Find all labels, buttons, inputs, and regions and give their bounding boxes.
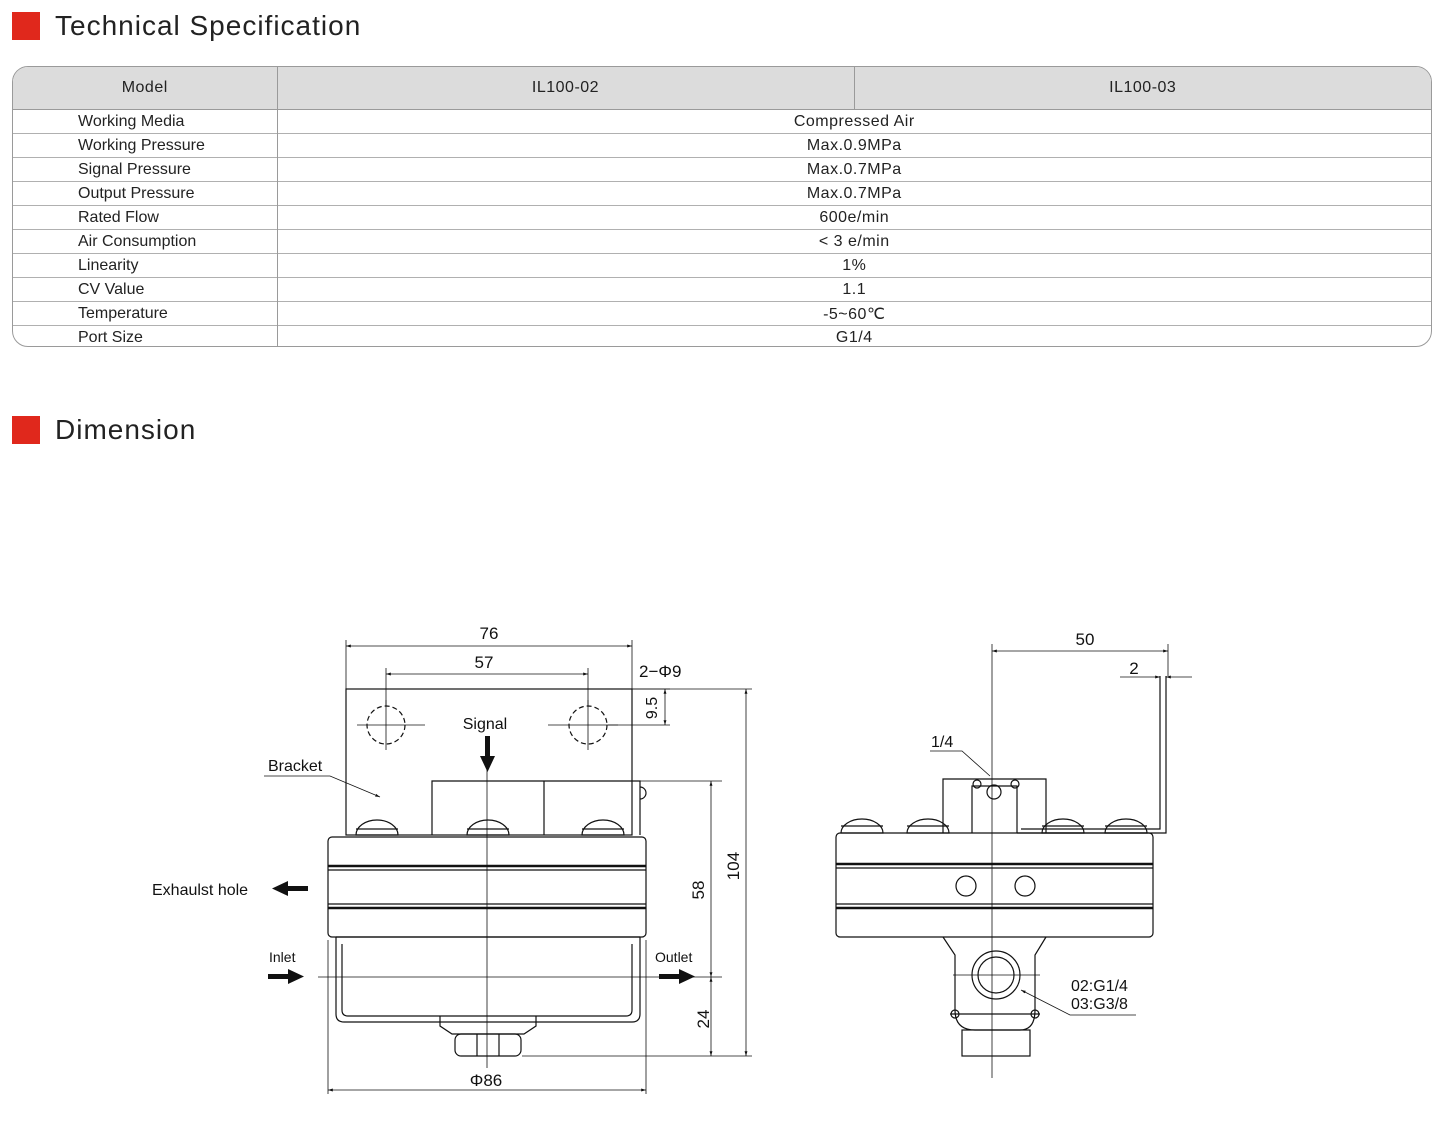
outlet-label: Outlet bbox=[655, 949, 692, 965]
header-model: Model bbox=[13, 67, 277, 110]
spec-section-title: Technical Specification bbox=[55, 10, 362, 41]
exhaust-arrow-icon bbox=[272, 881, 308, 896]
outlet-arrow-icon bbox=[659, 969, 695, 984]
dim-104-label: 104 bbox=[724, 852, 743, 880]
header-il100-02: IL100-02 bbox=[276, 67, 854, 110]
section-marker-icon bbox=[12, 12, 40, 40]
row-label: Working Pressure bbox=[13, 133, 277, 158]
row-label: Port Size bbox=[13, 325, 277, 346]
inlet-arrow-icon bbox=[268, 969, 304, 984]
section-marker-icon bbox=[12, 416, 40, 444]
front-dimensions bbox=[264, 640, 752, 1094]
row-value: 1% bbox=[276, 253, 1431, 278]
dim-9-5-label: 9.5 bbox=[644, 697, 661, 719]
row-value: < 3 e/min bbox=[276, 229, 1431, 254]
port-top-label: 1/4 bbox=[931, 734, 953, 751]
signal-arrow-icon bbox=[480, 736, 495, 772]
dim-57-label: 57 bbox=[475, 653, 494, 672]
exhaust-label: Exhaulst hole bbox=[152, 882, 248, 899]
side-view bbox=[835, 644, 1167, 1078]
row-value: 1.1 bbox=[276, 277, 1431, 302]
row-value: Max.0.9MPa bbox=[276, 133, 1431, 158]
row-label: CV Value bbox=[13, 277, 277, 302]
spec-table-container: Model IL100-02 IL100-03 Working Media Com… bbox=[12, 66, 1432, 347]
port-03-label: 03:G3/8 bbox=[1071, 996, 1128, 1013]
hole-spec-label: 2−Φ9 bbox=[639, 662, 681, 681]
table-row: Working Media Compressed Air bbox=[13, 109, 1431, 134]
dimension-section-title: Dimension bbox=[55, 414, 197, 445]
spec-section-header: Technical Specification bbox=[12, 6, 361, 46]
bracket-label: Bracket bbox=[268, 758, 323, 775]
front-labels: 76 57 2−Φ9 9.5 104 58 24 Φ86 Signal Brac… bbox=[152, 624, 743, 1090]
dim-phi86-label: Φ86 bbox=[470, 1071, 502, 1090]
row-value: 600e/min bbox=[276, 205, 1431, 230]
dim-50-label: 50 bbox=[1076, 630, 1095, 649]
row-value: Max.0.7MPa bbox=[276, 181, 1431, 206]
front-view bbox=[318, 688, 722, 1068]
dimension-drawing: 76 57 2−Φ9 9.5 104 58 24 Φ86 Signal Brac… bbox=[152, 624, 1192, 1094]
signal-label: Signal bbox=[463, 716, 507, 733]
row-value: G1/4 bbox=[276, 325, 1431, 346]
inlet-label: Inlet bbox=[269, 949, 296, 965]
dim-58-label: 58 bbox=[689, 881, 708, 900]
row-label: Working Media bbox=[78, 112, 185, 130]
header-il100-03: IL100-03 bbox=[853, 67, 1431, 110]
dim-76-label: 76 bbox=[480, 624, 499, 643]
row-value: -5~60℃ bbox=[276, 301, 1431, 326]
side-labels: 50 2 1/4 02:G1/4 03:G3/8 bbox=[931, 630, 1139, 1013]
row-label: Air Consumption bbox=[13, 229, 277, 254]
port-02-label: 02:G1/4 bbox=[1071, 978, 1128, 995]
dim-2-label: 2 bbox=[1129, 659, 1138, 678]
row-value: Max.0.7MPa bbox=[276, 157, 1431, 182]
spec-table-header-row: Model IL100-02 IL100-03 bbox=[13, 67, 1431, 110]
dim-24-label: 24 bbox=[694, 1010, 713, 1029]
row-label: Rated Flow bbox=[13, 205, 277, 230]
row-label: Signal Pressure bbox=[13, 157, 277, 182]
table-row: Air Consumption< 3 e/min bbox=[13, 229, 1431, 254]
dimension-section-header: Dimension bbox=[12, 410, 196, 450]
row-label: Temperature bbox=[13, 301, 277, 326]
row-value: Compressed Air bbox=[276, 109, 1431, 134]
table-row: Temperature-5~60℃ bbox=[13, 301, 1431, 326]
side-dimensions bbox=[930, 644, 1192, 1016]
row-label: Output Pressure bbox=[13, 181, 277, 206]
flow-arrows bbox=[268, 736, 695, 984]
spec-table: Model IL100-02 IL100-03 Working Media Com… bbox=[13, 67, 1431, 346]
row-label: Linearity bbox=[13, 253, 277, 278]
